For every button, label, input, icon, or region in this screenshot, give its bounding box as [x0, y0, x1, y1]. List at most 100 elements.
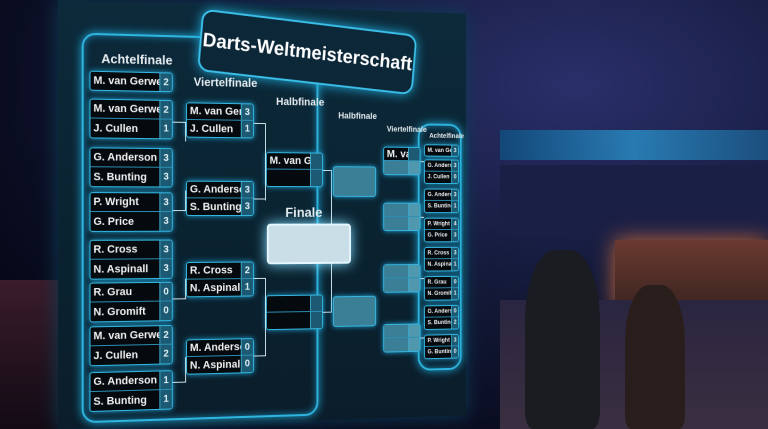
player-score: 0: [451, 276, 459, 288]
bracket-connector: [331, 169, 332, 224]
player-name: S. Bunting: [427, 203, 452, 210]
player-name: M. van Gerwen: [386, 148, 409, 160]
player-name: M. van Gerwen: [189, 105, 241, 119]
player-name: N. Gromift: [93, 305, 146, 318]
player-row: [384, 278, 420, 292]
player-name: G. Anderson: [189, 183, 241, 196]
player-score: [408, 264, 420, 278]
player-score: 1: [451, 200, 459, 213]
player-name: N. Aspinall: [189, 358, 241, 372]
player-score: 3: [159, 259, 172, 278]
match-box: M. van Gerwen: [265, 152, 323, 188]
player-score: 2: [240, 262, 253, 279]
player-score: 3: [159, 212, 172, 231]
player-name: G. Price: [93, 215, 134, 228]
player-score: 1: [159, 389, 172, 409]
player-name: S. Bunting: [93, 170, 147, 183]
player-name: [384, 278, 408, 292]
player-score: 3: [159, 167, 172, 187]
player-score: 3: [240, 104, 253, 120]
player-score: 3: [451, 145, 459, 156]
player-name: [384, 217, 408, 230]
player-row: [384, 160, 420, 175]
header-achtelfinale-left: Achtelfinale: [101, 51, 173, 68]
header-finale: Finale: [285, 204, 323, 220]
bracket-connector: [172, 210, 187, 212]
header-halbfinale-right: Halbfinale: [338, 110, 377, 121]
player-score: 0: [159, 301, 172, 321]
player-score: 3: [451, 247, 459, 259]
match-box: [383, 202, 421, 232]
finale-box: [266, 223, 351, 265]
match-box: [383, 264, 421, 293]
bracket-connector: [264, 277, 266, 313]
match-box: [383, 323, 421, 353]
player-name: M. van Gerwen: [269, 155, 311, 168]
player-name: G. Anderson: [427, 308, 452, 315]
player-score: 2: [159, 100, 172, 119]
player-name: G. Price: [427, 232, 448, 239]
player-score: 1: [240, 278, 253, 296]
player-name: N. Aspinall: [93, 262, 149, 276]
player-name: [384, 204, 408, 216]
bracket-connector: [420, 161, 424, 163]
player-score: 0: [451, 171, 459, 184]
player-score: [408, 337, 420, 352]
player-score: 1: [451, 259, 459, 271]
player-name: R. Grau: [93, 286, 133, 299]
player-name: N. Gromift: [427, 290, 452, 297]
player-name: P. Wright: [427, 337, 450, 344]
bracket-connector: [264, 123, 266, 172]
bracket-connector: [420, 216, 424, 218]
player-name: [267, 296, 310, 312]
player-score: [310, 169, 322, 187]
player-row: [384, 216, 420, 231]
player-name: P. Wright: [93, 196, 139, 209]
bracket-connector: [322, 311, 332, 313]
player-score: 3: [240, 181, 253, 198]
bracket-connector: [420, 278, 424, 280]
player-score: 3: [159, 193, 172, 212]
player-score: 3: [451, 229, 459, 242]
bracket-connector: [420, 337, 424, 339]
player-name: S. Bunting: [189, 200, 241, 213]
bracket-connector: [172, 298, 187, 300]
header-viertelfinale-left: Viertelfinale: [193, 75, 258, 91]
player-score: 1: [240, 120, 253, 138]
player-name: M. van Gerwen: [93, 328, 160, 343]
bracket-connector: [331, 263, 332, 312]
player-score: 1: [451, 288, 459, 300]
player-score: [408, 324, 420, 337]
player-name: J. Cullen: [93, 348, 139, 362]
